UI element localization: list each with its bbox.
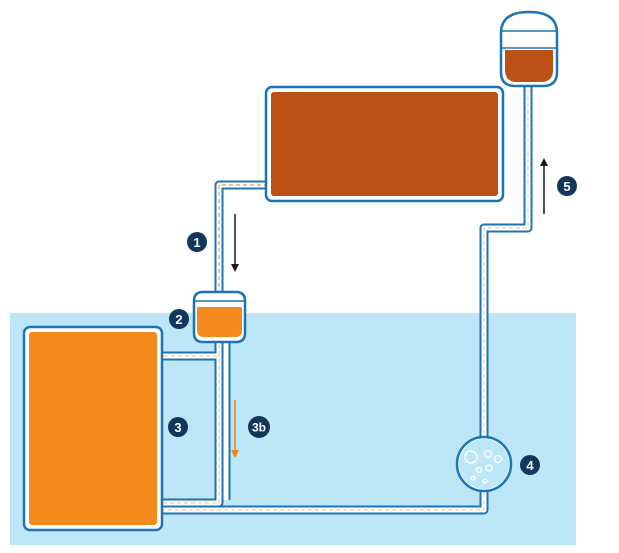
svg-text:3: 3 (174, 420, 181, 435)
step-badge-5: 5 (557, 176, 577, 196)
flow-line-bottom (161, 487, 485, 511)
top-vessel (499, 10, 559, 88)
flow-line-left (161, 337, 220, 357)
svg-text:2: 2 (175, 312, 182, 327)
step-badge-4: 4 (520, 455, 540, 475)
step-badge-3: 3 (168, 417, 188, 437)
arrow-up-icon (540, 158, 548, 214)
bubbles-icon (464, 449, 503, 484)
upper-brown-tank (271, 92, 498, 196)
flow-line-top (218, 184, 268, 292)
flow-line-loop (161, 345, 220, 504)
svg-text:5: 5 (563, 179, 570, 194)
large-orange-tank (29, 332, 157, 525)
small-vessel (192, 290, 247, 344)
arrow-down-icon (231, 400, 239, 458)
svg-text:1: 1 (193, 235, 200, 250)
svg-text:3b: 3b (252, 421, 266, 435)
step-badge-2: 2 (169, 309, 189, 329)
pipe-upper-tank-to-small-vessel (214, 180, 268, 292)
arrow-down-icon (231, 214, 239, 272)
svg-text:4: 4 (526, 458, 534, 473)
step-badge-1: 1 (187, 232, 207, 252)
step-badge-3b: 3b (248, 416, 270, 438)
